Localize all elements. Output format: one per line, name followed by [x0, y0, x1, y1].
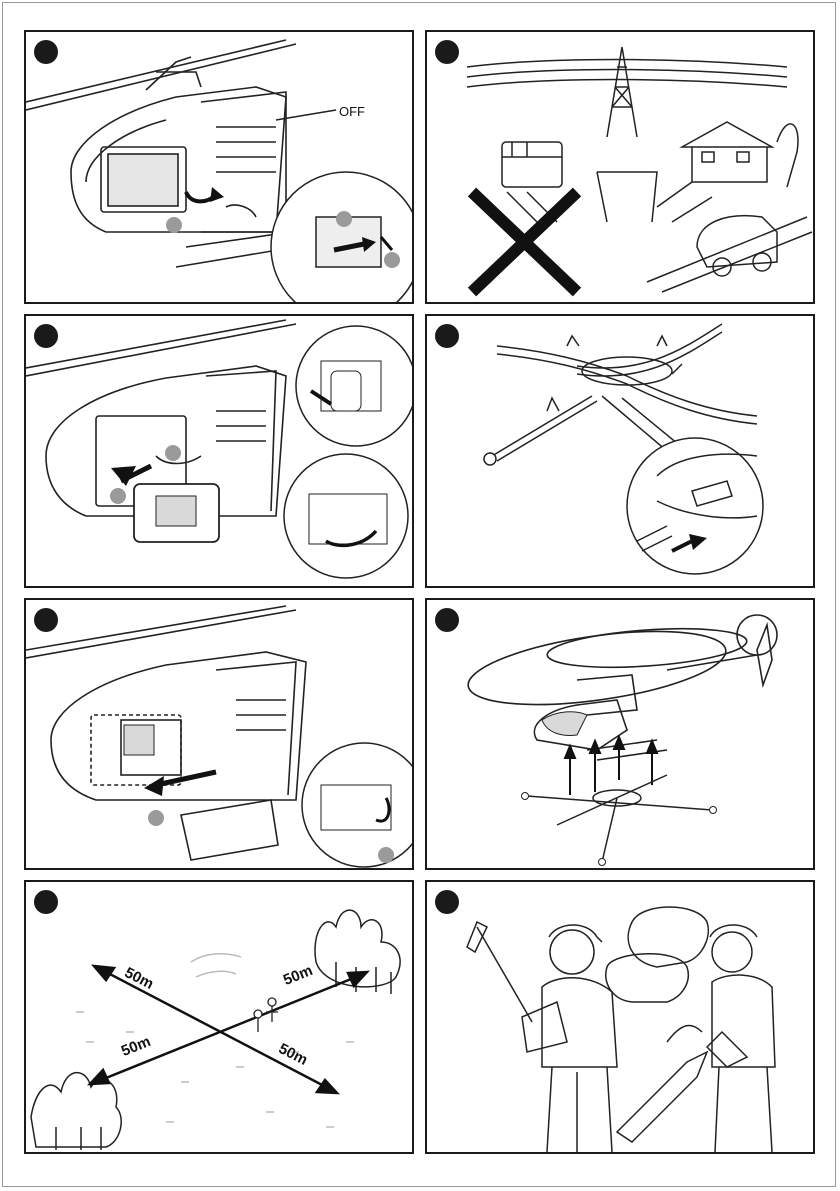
panel-2-flight-location-warning: [425, 30, 815, 304]
panel-8-pilot-and-spotter: [425, 880, 815, 1154]
panel-6-attach-landing-gear: [425, 598, 815, 870]
flight-area-illustration: [26, 882, 414, 1154]
switch-off-label: OFF: [339, 104, 365, 119]
two-people-illustration: [427, 882, 815, 1154]
battery-insert-illustration: [26, 316, 414, 588]
cover-close-illustration: [26, 600, 414, 870]
panel-1-power-off-battery-cover: OFF: [24, 30, 414, 304]
panel-5-battery-cover-close: [24, 598, 414, 870]
helicopter-body-illustration: [26, 32, 414, 304]
panel-7-flight-area-distance: 50m 50m 50m 50m: [24, 880, 414, 1154]
landing-skid-illustration: [427, 316, 815, 588]
callout-a-marker: [166, 217, 182, 233]
unsafe-locations-illustration: [427, 32, 815, 304]
panel-3-battery-insertion: [24, 314, 414, 588]
helicopter-gear-attach-illustration: [427, 600, 815, 870]
panel-4-landing-gear-assembly: [425, 314, 815, 588]
